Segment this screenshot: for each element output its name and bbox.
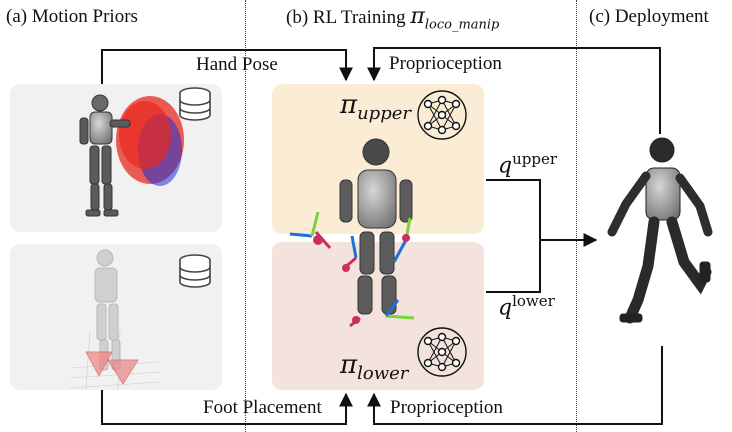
hand-pose-robot [79,94,131,217]
database-icon-top [179,87,211,121]
q-lower-sup: lower [512,292,555,310]
q-lower-label: qlower [498,292,555,320]
deployment-robot [607,137,713,324]
lower-policy-symbol: πlower [340,350,408,384]
proprioception-bottom-arrow [367,346,663,425]
q-upper-line [486,179,541,293]
section-title-motion-priors: (a) Motion Priors [6,6,138,27]
foot-placement-robot [94,249,121,371]
q-upper-symbol: q [498,153,513,179]
coordinate-frames [289,211,415,328]
policy-subscript: loco_manip [424,17,500,33]
hand-pose-point-cloud [116,96,184,186]
neural-network-icon-upper [417,90,467,140]
upper-policy-symbol: πupper [340,90,411,124]
foot-placement-arrow [101,390,353,425]
proprioception-bottom-label: Proprioception [390,397,503,418]
training-robot [339,138,413,315]
proprioception-top-label: Proprioception [389,53,502,74]
lower-sub: lower [357,363,409,385]
hand-pose-label: Hand Pose [196,54,278,75]
foot-placement-markers [85,351,139,385]
lower-pi: π [340,350,358,380]
upper-pi: π [340,90,358,120]
section-title-rl-training: (b) RL Training πloco_manip [286,4,499,32]
upper-sub: upper [357,103,411,125]
q-lower-symbol: q [498,295,513,321]
foot-placement-label: Foot Placement [203,397,322,418]
hand-pose-arrow [101,49,353,84]
divider-left [245,0,246,432]
q-upper-label: qupper [498,150,557,178]
q-upper-sup: upper [512,150,558,168]
neural-network-icon-lower [417,327,467,377]
section-title-deployment: (c) Deployment [589,6,709,27]
pi-symbol: π [410,4,425,29]
proprioception-top-arrow [367,47,661,134]
ground-grid [69,329,161,391]
rl-training-label: (b) RL Training [286,7,411,28]
database-icon-bottom [179,254,211,288]
divider-right [576,0,577,432]
rl-training-policy: πloco_manip [410,4,500,33]
